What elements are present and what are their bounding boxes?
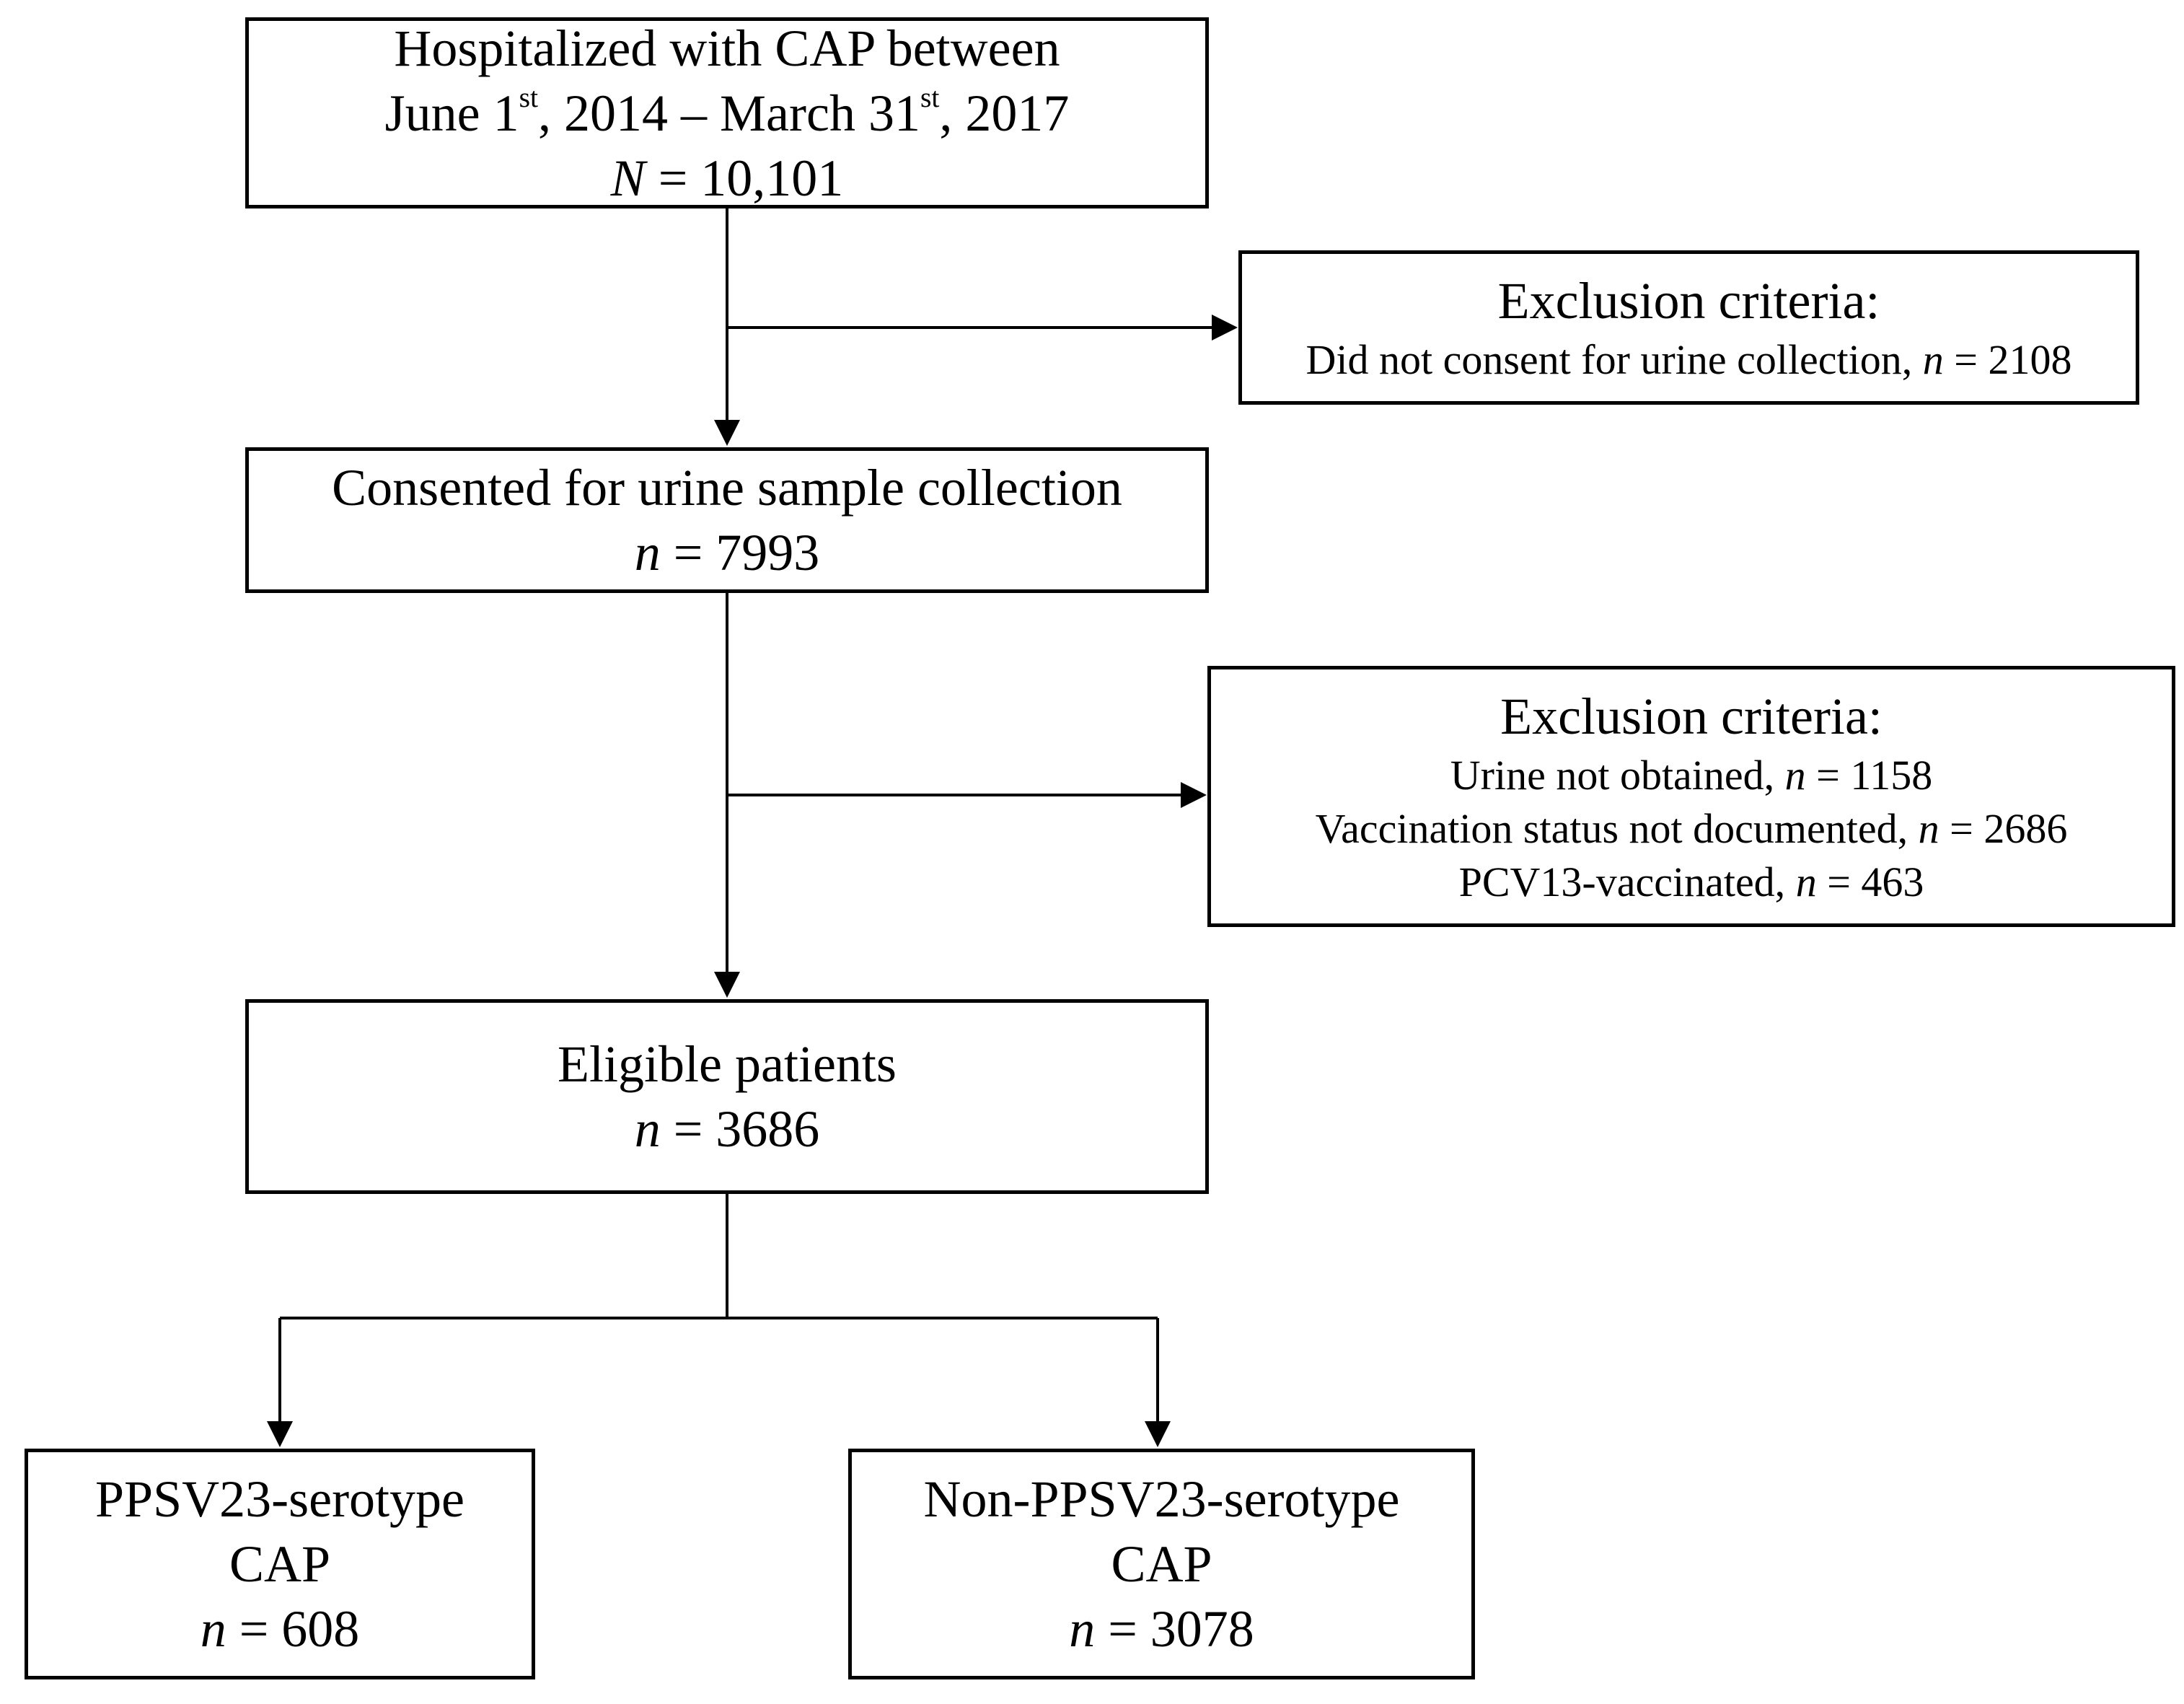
exclusion-item-text: Did not consent for urine collection,	[1305, 336, 1923, 383]
non-ppsv23-count-line: n = 3078	[1069, 1597, 1254, 1661]
count-symbol: n	[1918, 805, 1939, 852]
exclusion-title: Exclusion criteria:	[1500, 688, 1883, 745]
date-range-part-3: , 2017	[939, 84, 1070, 142]
date-range-part-2: , 2014 – March 31	[538, 84, 920, 142]
exclusion-item: Urine not obtained, n = 1158	[1450, 749, 1932, 802]
count-value: = 608	[226, 1600, 360, 1658]
count-symbol: N	[610, 149, 646, 207]
ordinal-suffix-1: st	[519, 81, 539, 113]
arrowhead-down-icon	[714, 420, 740, 446]
count-symbol: n	[634, 524, 661, 581]
non-ppsv23-label-line-2: CAP	[1111, 1535, 1212, 1593]
exclusion-item: Vaccination status not documented, n = 2…	[1316, 802, 2068, 856]
count-value: = 463	[1816, 858, 1924, 905]
exclusion-item: PCV13-vaccinated, n = 463	[1459, 856, 1924, 909]
count-symbol: n	[1922, 336, 1944, 383]
exclusion-item: Did not consent for urine collection, n …	[1306, 333, 2072, 387]
exclusion-item-text: Urine not obtained,	[1450, 752, 1785, 799]
count-value: = 7993	[660, 524, 820, 581]
count-symbol: n	[1784, 752, 1806, 799]
consented-count-line: n = 7993	[635, 520, 820, 585]
exclusion-title: Exclusion criteria:	[1497, 272, 1880, 330]
arrowhead-down-icon	[1145, 1421, 1171, 1447]
exclusion-item-text: PCV13-vaccinated,	[1458, 858, 1796, 905]
box-consented: Consented for urine sample collection n …	[245, 447, 1209, 593]
arrowhead-down-icon	[267, 1421, 293, 1447]
hospitalized-line-1: Hospitalized with CAP between	[394, 19, 1060, 77]
box-exclusion-2: Exclusion criteria: Urine not obtained, …	[1207, 666, 2175, 927]
eligible-label: Eligible patients	[558, 1035, 897, 1093]
total-count-line: N = 10,101	[611, 146, 844, 211]
ppsv23-count-line: n = 608	[201, 1597, 360, 1661]
count-value: = 10,101	[645, 149, 844, 207]
count-symbol: n	[200, 1600, 226, 1658]
box-ppsv23-serotype: PPSV23-serotype CAP n = 608	[25, 1449, 535, 1679]
non-ppsv23-label-line-1: Non-PPSV23-serotype	[923, 1470, 1400, 1528]
ppsv23-label-line-1: PPSV23-serotype	[94, 1470, 464, 1528]
count-symbol: n	[1795, 858, 1817, 905]
count-value: = 1158	[1805, 752, 1933, 799]
date-range-part-1: June 1	[384, 84, 519, 142]
consented-label: Consented for urine sample collection	[332, 459, 1122, 517]
eligible-count-line: n = 3686	[635, 1097, 820, 1161]
arrowhead-right-icon	[1181, 782, 1207, 808]
box-eligible: Eligible patients n = 3686	[245, 999, 1209, 1194]
ppsv23-label-line-2: CAP	[229, 1535, 331, 1593]
count-value: = 2686	[1939, 805, 2068, 852]
count-symbol: n	[1069, 1600, 1096, 1658]
count-value: = 2108	[1943, 336, 2072, 383]
ordinal-suffix-2: st	[920, 81, 940, 113]
count-value: = 3078	[1095, 1600, 1254, 1658]
exclusion-item-text: Vaccination status not documented,	[1315, 805, 1919, 852]
box-hospitalized: Hospitalized with CAP between June 1st, …	[245, 17, 1209, 208]
box-non-ppsv23-serotype: Non-PPSV23-serotype CAP n = 3078	[848, 1449, 1475, 1679]
box-exclusion-1: Exclusion criteria: Did not consent for …	[1238, 250, 2139, 405]
date-range-line: June 1st, 2014 – March 31st, 2017	[385, 81, 1070, 146]
count-symbol: n	[634, 1100, 661, 1158]
arrowhead-right-icon	[1212, 315, 1238, 341]
arrowhead-down-icon	[714, 972, 740, 998]
count-value: = 3686	[660, 1100, 820, 1158]
